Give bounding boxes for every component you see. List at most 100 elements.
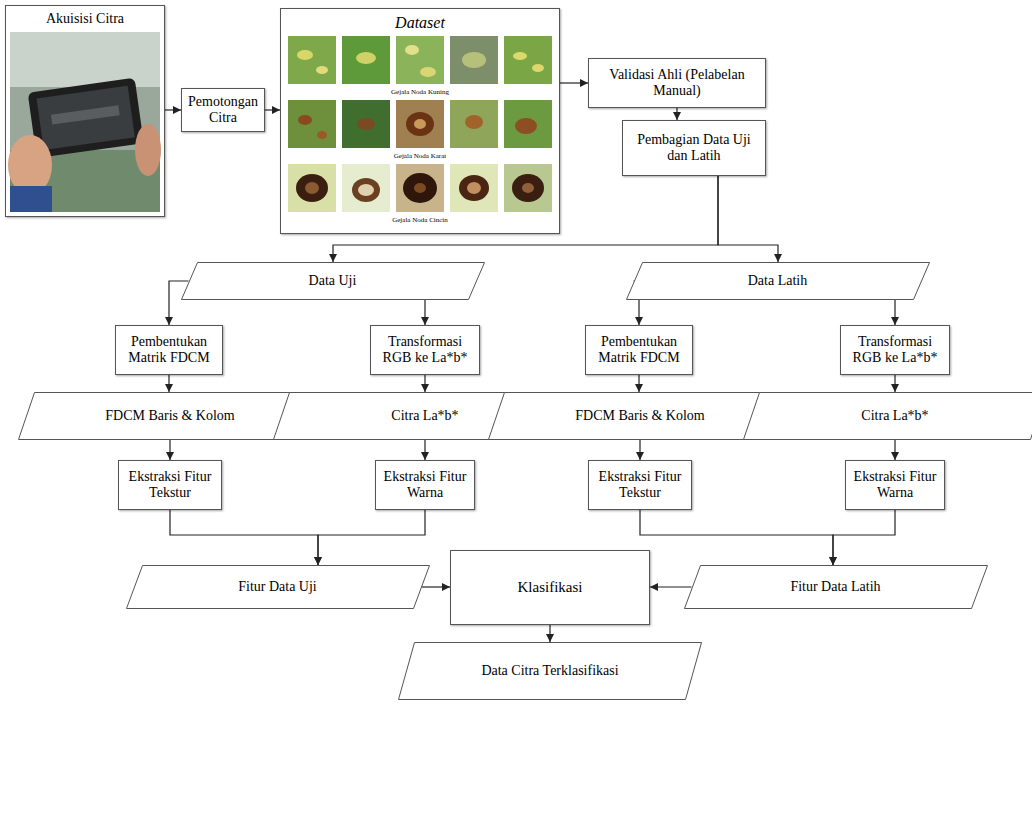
data-parallelogram: Data Citra Terklasifikasi [398,642,702,700]
dataset-images [504,164,552,212]
process-box: Pembagian Data Uji dan Latih [622,120,766,176]
dataset-images [297,50,313,60]
dataset-images [298,115,312,125]
dataset-images [342,36,390,84]
image-caption: Gejala Noda Karat [394,151,446,161]
dataset-images [296,174,328,202]
flow-arrow [894,440,895,460]
node-label: Data Uji [309,273,357,289]
process-box: Klasifikasi [450,550,650,625]
acquisition-photo [135,124,161,176]
dataset-images [396,164,444,212]
flow-arrow [170,510,318,565]
process-box: Ekstraksi Fitur Tekstur [588,460,692,510]
flow-arrow [165,109,181,110]
dataset-images [462,52,486,68]
node-label: Pembagian Data Uji dan Latih [629,132,759,164]
node-label: Klasifikasi [518,579,583,596]
dataset-images [467,182,481,194]
dataset-images [504,36,552,84]
process-box: DatasetGejala Noda KuningGejala Noda Kar… [280,8,560,234]
dataset-images [396,100,444,148]
flow-arrow [676,108,677,120]
dataset-images [420,67,436,77]
dataset-images [357,118,375,130]
node-label: Citra La*b* [861,408,928,424]
dataset-images [342,100,390,148]
flow-arrow [650,586,692,587]
node-label: Ekstraksi Fitur Tekstur [125,469,215,501]
flow-arrow [169,281,189,325]
dataset-images [512,174,544,202]
dataset-images [288,164,336,212]
process-box: Pemotongan Citra [181,88,265,132]
data-parallelogram: Fitur Data Uji [126,565,430,609]
flow-arrow [833,510,895,565]
process-box: Ekstraksi Fitur Tekstur [118,460,222,510]
node-label: Ekstraksi Fitur Warna [382,469,468,501]
process-box: Pembentukan Matrik FDCM [115,325,223,375]
process-box: Transformasi RGB ke La*b* [840,325,950,375]
dataset-images [406,112,434,136]
dataset-images [414,183,426,193]
acquisition-photo [8,32,161,212]
dataset-images [352,178,380,202]
flow-arrow [560,82,588,83]
dataset-images [342,164,390,212]
dataset-images [450,36,498,84]
flow-arrow [265,109,280,110]
flow-arrow [424,375,425,392]
flow-arrow [549,625,550,642]
parallelogram-outline [126,566,429,609]
process-box: Ekstraksi Fitur Warna [375,460,475,510]
flow-arrow [718,176,778,262]
dataset-images [459,175,489,201]
dataset-title: Dataset [395,13,445,33]
node-label: Validasi Ahli (Pelabelan Manual) [595,67,759,99]
parallelogram-outline [684,566,987,609]
flow-arrow [894,375,895,392]
node-label: FDCM Baris & Kolom [105,408,235,424]
flow-arrow [318,510,425,565]
dataset-images [414,119,426,129]
process-box: Ekstraksi Fitur Warna [845,460,945,510]
acquisition-photo [37,86,135,150]
dataset-images [465,115,483,129]
node-label: Fitur Data Latih [790,579,880,595]
node-label: Akuisisi Citra [46,11,124,27]
node-label: Pembentukan Matrik FDCM [122,334,216,366]
node-label: Data Latih [748,273,807,289]
parallelogram-outline [626,263,929,300]
node-label: Ekstraksi Fitur Warna [852,469,938,501]
process-box: Akuisisi Citra [5,5,165,217]
node-label: FDCM Baris & Kolom [575,408,705,424]
flow-arrow [638,375,639,392]
dataset-images [450,100,498,148]
dataset-images [532,64,544,72]
node-label: Transformasi RGB ke La*b* [847,334,943,366]
dataset-images [288,36,336,84]
dataset-images [305,182,319,194]
dataset-images [522,183,534,193]
data-parallelogram: Data Uji [181,262,485,300]
dataset-images [288,100,336,148]
dataset-images [513,52,527,60]
dataset-images [316,66,328,74]
dataset-images [356,52,376,64]
process-box: Pembentukan Matrik FDCM [585,325,693,375]
node-label: Fitur Data Uji [238,579,317,595]
data-parallelogram: Data Latih [626,262,930,300]
dataset-images [450,164,498,212]
dataset-images [405,45,419,55]
acquisition-photo [51,105,120,124]
flow-arrow [639,440,640,460]
process-box: Validasi Ahli (Pelabelan Manual) [588,58,766,108]
node-label: Transformasi RGB ke La*b* [377,334,473,366]
node-label: Citra La*b* [391,408,458,424]
parallelogram-outline [399,643,702,700]
flow-arrow [640,510,833,565]
dataset-images [288,36,552,212]
parallelogram-outline [744,393,1032,440]
